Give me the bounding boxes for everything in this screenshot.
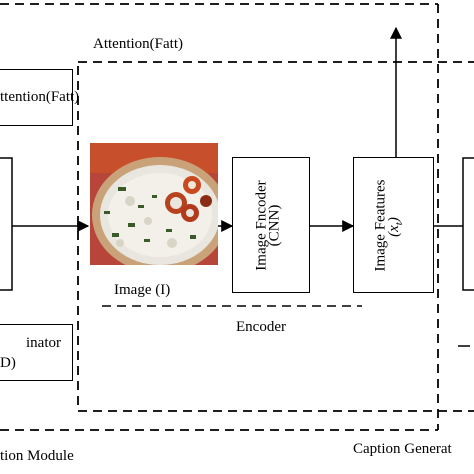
- attention-top-label: Attention(Fatt): [93, 36, 183, 52]
- encoder-label: Encoder: [236, 319, 286, 335]
- attention-box-label: ttention(Fatt): [0, 89, 80, 105]
- attention-module-label: tion Module: [0, 448, 74, 464]
- image-encoder-label-cnn: (CNN): [266, 204, 283, 247]
- left-generator-box: [0, 157, 13, 291]
- caption-generator-label: Caption Generat: [353, 441, 452, 457]
- attention-module-dashed-border: [0, 3, 439, 430]
- image-features-symbol: (xt): [386, 197, 405, 257]
- image-caption: Image (I): [114, 282, 171, 298]
- discriminator-label-2: D): [0, 355, 16, 371]
- pizza-image: [90, 143, 218, 265]
- image-encoder-box: [232, 157, 310, 293]
- decoder-box-partial: [462, 157, 474, 291]
- discriminator-box: [0, 324, 73, 381]
- image-features-subscript: t: [393, 222, 405, 226]
- discriminator-label: inator: [26, 335, 61, 351]
- image-features-symbol-open: (x: [386, 225, 402, 237]
- image-features-symbol-close: ): [386, 217, 402, 223]
- caption-generator-dashed-border: [77, 61, 474, 412]
- attention-box: [0, 69, 73, 126]
- image-features-box: [353, 157, 434, 293]
